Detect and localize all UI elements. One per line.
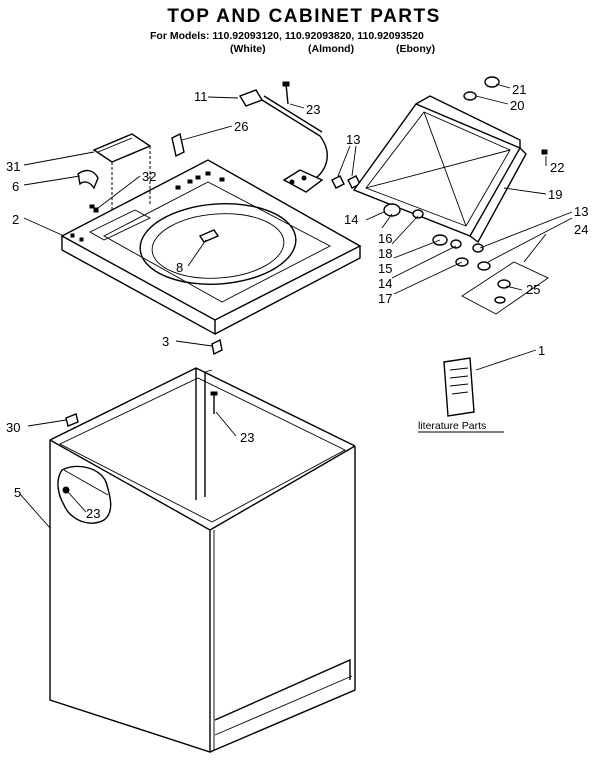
callout-3: 3 bbox=[162, 334, 169, 349]
callout-15: 15 bbox=[378, 261, 392, 276]
callout-14-a: 14 bbox=[344, 212, 358, 227]
lid-assembly bbox=[352, 76, 548, 244]
callout-31: 31 bbox=[6, 159, 20, 174]
part-1-literature bbox=[443, 357, 475, 417]
models-line: For Models: 110.92093120, 110.92093820, … bbox=[150, 30, 424, 42]
callout-11: 11 bbox=[194, 89, 208, 104]
callout-19: 19 bbox=[548, 187, 562, 202]
variant-ebony: (Ebony) bbox=[396, 43, 436, 55]
part-11 bbox=[238, 89, 328, 193]
literature-caption: literature Parts bbox=[418, 420, 486, 432]
variant-white: (White) bbox=[230, 43, 266, 55]
callout-5: 5 bbox=[14, 485, 21, 500]
callout-20: 20 bbox=[510, 98, 524, 113]
callout-23-cutaway: 23 bbox=[86, 506, 100, 521]
part-32 bbox=[93, 207, 99, 213]
callout-23-cabinet: 23 bbox=[240, 430, 254, 445]
callout-14-b: 14 bbox=[378, 276, 392, 291]
cabinet bbox=[49, 367, 356, 753]
callout-24: 24 bbox=[574, 222, 588, 237]
callout-32: 32 bbox=[142, 169, 156, 184]
leader-lines bbox=[19, 83, 573, 529]
callout-13-top: 13 bbox=[346, 132, 360, 147]
variant-almond: (Almond) bbox=[308, 43, 355, 55]
callout-17: 17 bbox=[378, 291, 392, 306]
callout-8: 8 bbox=[176, 260, 183, 275]
part-26 bbox=[171, 132, 185, 158]
callout-13-right: 13 bbox=[574, 204, 588, 219]
callout-30: 30 bbox=[6, 420, 20, 435]
part-30 bbox=[65, 413, 79, 427]
callout-6: 6 bbox=[12, 179, 19, 194]
part-3 bbox=[211, 338, 223, 356]
washer-top bbox=[60, 159, 362, 336]
part-31 bbox=[92, 133, 152, 163]
part-6 bbox=[77, 169, 99, 190]
callout-25: 25 bbox=[526, 282, 540, 297]
hinge-parts bbox=[383, 203, 491, 271]
callout-23-top: 23 bbox=[306, 102, 320, 117]
callout-16: 16 bbox=[378, 231, 392, 246]
callout-18: 18 bbox=[378, 246, 392, 261]
callout-22: 22 bbox=[550, 160, 564, 175]
part-8 bbox=[198, 229, 220, 243]
part-13-a bbox=[331, 175, 345, 189]
callout-21: 21 bbox=[512, 82, 526, 97]
callout-2: 2 bbox=[12, 212, 19, 227]
callout-1: 1 bbox=[538, 343, 545, 358]
page-title: TOP AND CABINET PARTS bbox=[167, 6, 441, 27]
cutaway-detail bbox=[57, 465, 112, 524]
callout-26: 26 bbox=[234, 119, 248, 134]
